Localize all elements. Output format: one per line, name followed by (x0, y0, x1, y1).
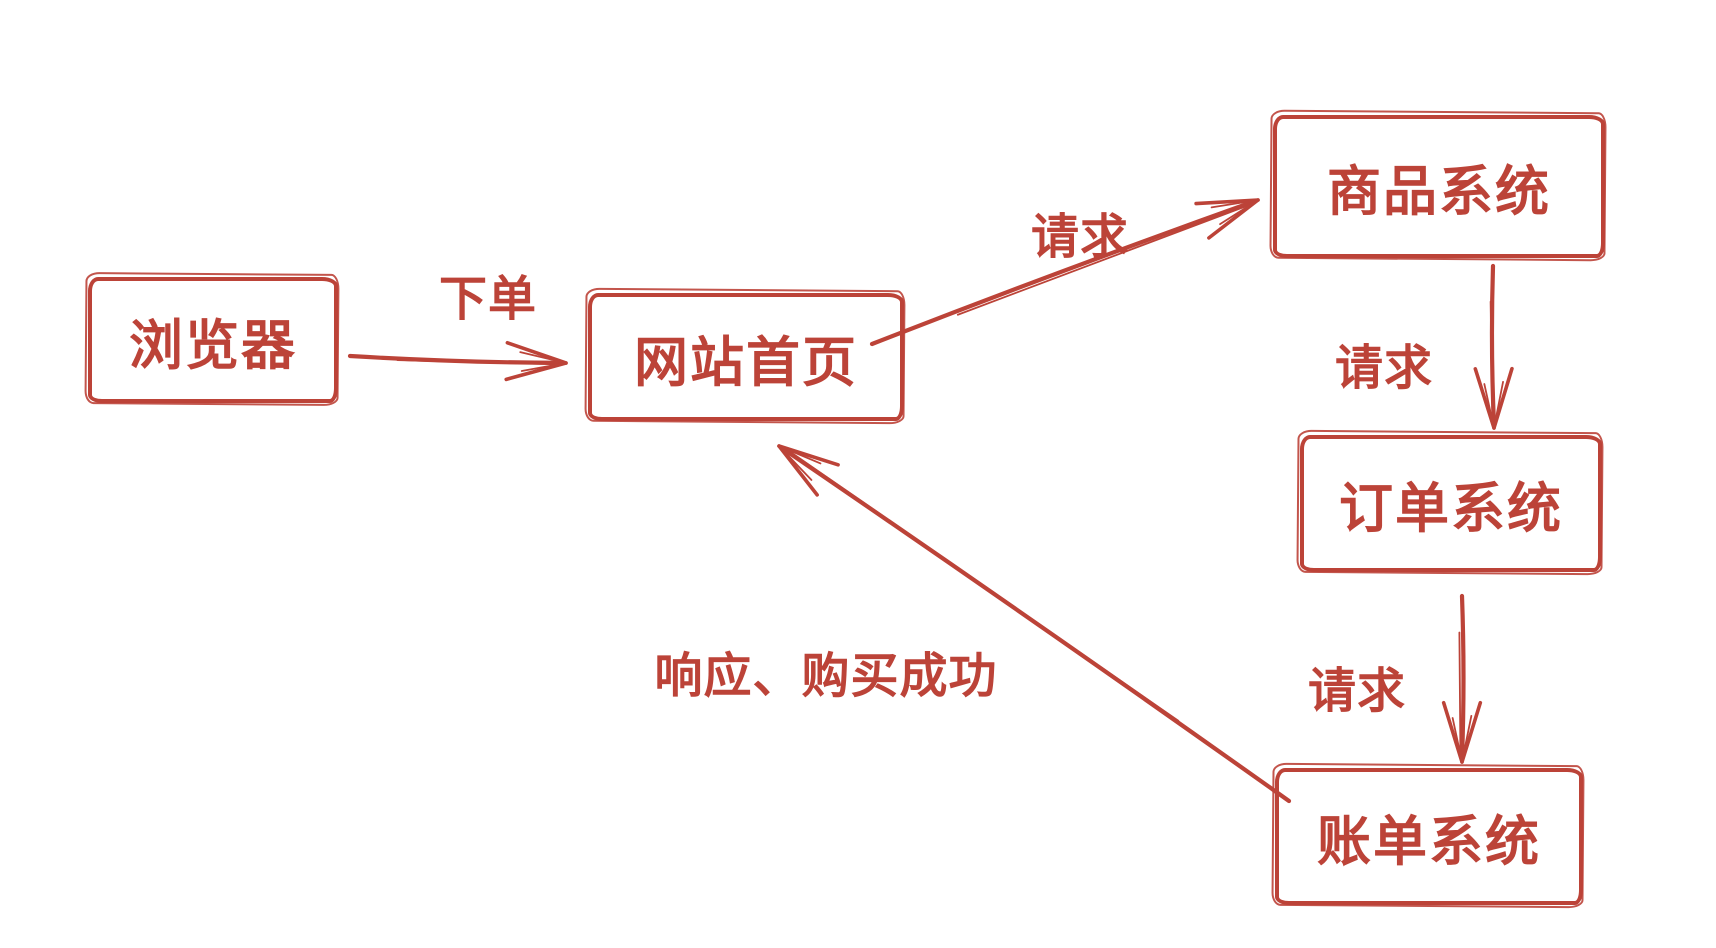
edge-label-request-to-order: 请求 (1334, 342, 1434, 395)
edge-label-request-to-product: 请求 (1030, 211, 1130, 264)
edge-response-success (777, 444, 1292, 804)
edge-label-request-to-billing: 请求 (1307, 665, 1407, 718)
edge-place-order (347, 340, 568, 382)
node-homepage: 网站首页 (588, 293, 904, 421)
node-product-system: 商品系统 (1273, 115, 1605, 258)
edge-request-to-order (1473, 263, 1514, 430)
node-order-system: 订单系统 (1300, 435, 1602, 572)
edge-label-place-order: 下单 (438, 273, 538, 326)
node-browser: 浏览器 (88, 277, 338, 403)
node-label-browser: 浏览器 (129, 315, 297, 376)
node-label-homepage: 网站首页 (634, 332, 858, 393)
node-label-billing-system: 账单系统 (1317, 812, 1541, 872)
edge-request-to-product (869, 198, 1260, 347)
node-label-product-system: 商品系统 (1327, 162, 1551, 222)
node-billing-system: 账单系统 (1275, 768, 1583, 905)
edge-label-response-success: 响应、购买成功 (654, 650, 998, 703)
edge-request-to-billing (1441, 593, 1483, 764)
node-label-order-system: 订单系统 (1339, 479, 1563, 539)
